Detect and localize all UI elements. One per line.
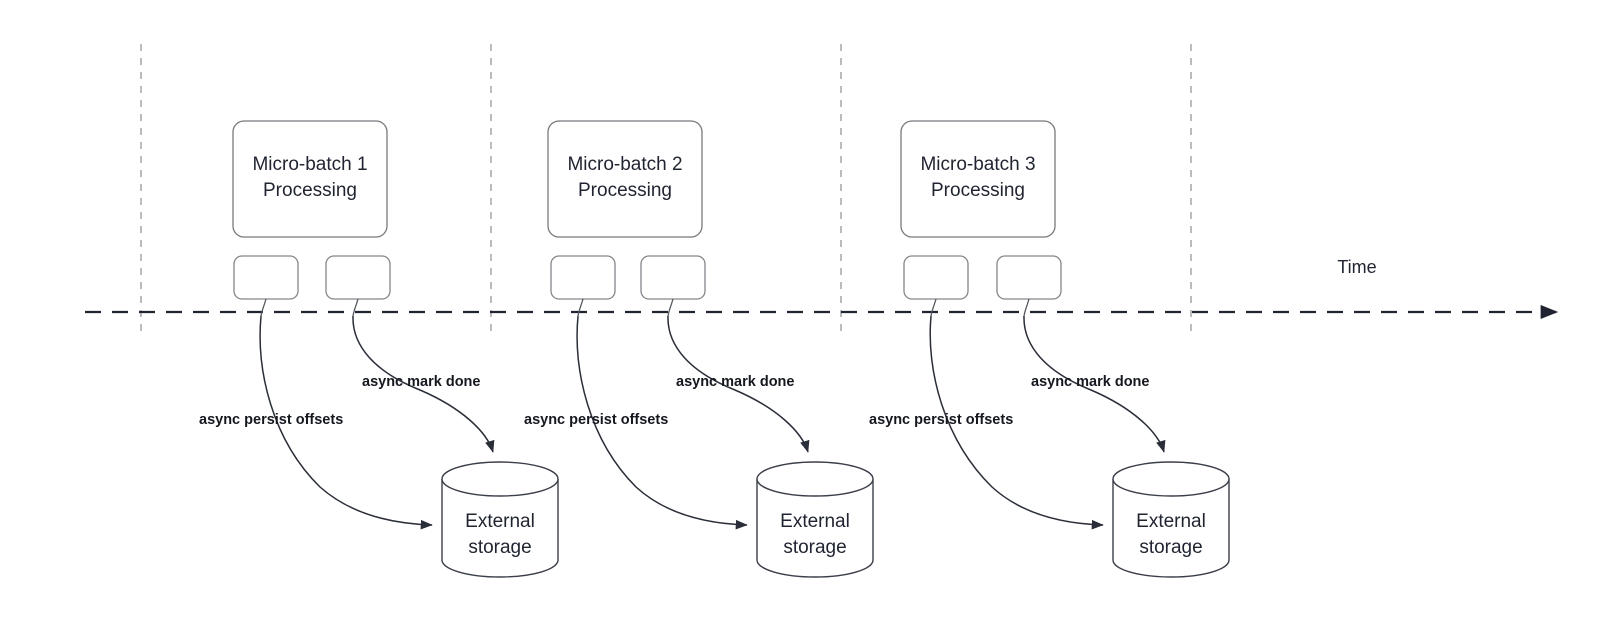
task-box-3b[interactable] xyxy=(996,255,1062,300)
external-storage-3-body xyxy=(1112,479,1230,578)
micro-batch-2-box[interactable]: Micro-batch 2 Processing xyxy=(547,120,703,238)
task-box-2a[interactable] xyxy=(550,255,616,300)
persist-offsets-curve-1 xyxy=(259,315,433,530)
external-storage-1-label-line2: storage xyxy=(468,537,531,558)
task-box-1a-stem xyxy=(260,298,267,317)
micro-batch-1-label-line2: Processing xyxy=(263,180,357,201)
persist-offsets-label-2: async persist offsets xyxy=(524,412,668,428)
external-storage-3-label-line2: storage xyxy=(1139,537,1202,558)
task-box-3b-stem xyxy=(1023,298,1030,317)
group-3: Micro-batch 3 Processing async persist o… xyxy=(869,120,1230,578)
external-storage-3[interactable]: External storage xyxy=(1112,461,1230,578)
tick-lines xyxy=(140,44,1192,338)
task-box-1b[interactable] xyxy=(325,255,391,300)
persist-offsets-label-1: async persist offsets xyxy=(199,412,343,428)
persist-offsets-curve-2 xyxy=(576,315,748,530)
micro-batch-3-rect[interactable] xyxy=(900,120,1056,238)
external-storage-1-body xyxy=(441,479,559,578)
external-storage-1[interactable]: External storage xyxy=(441,461,559,578)
mark-done-curve-3 xyxy=(1023,315,1166,453)
group-2: Micro-batch 2 Processing async persist o… xyxy=(524,120,874,578)
micro-batch-1-box[interactable]: Micro-batch 1 Processing xyxy=(232,120,388,238)
persist-offsets-label-3: async persist offsets xyxy=(869,412,1013,428)
micro-batch-2-label-line1: Micro-batch 2 xyxy=(567,154,682,175)
task-box-2b[interactable] xyxy=(640,255,706,300)
persist-offsets-curve-3 xyxy=(929,315,1104,530)
micro-batch-3-box[interactable]: Micro-batch 3 Processing xyxy=(900,120,1056,238)
external-storage-2-body xyxy=(756,479,874,578)
micro-batch-2-rect[interactable] xyxy=(547,120,703,238)
group-1: Micro-batch 1 Processing async persist o… xyxy=(199,120,559,578)
external-storage-2-top xyxy=(756,461,874,497)
task-box-1b-stem xyxy=(352,298,359,317)
micro-batch-1-label-line1: Micro-batch 1 xyxy=(252,154,367,175)
task-box-2b-stem xyxy=(667,298,674,317)
time-axis-label: Time xyxy=(1337,257,1376,277)
external-storage-3-label-line1: External xyxy=(1136,511,1206,532)
external-storage-2-label-line2: storage xyxy=(783,537,846,558)
mark-done-curve-2 xyxy=(667,315,810,453)
mark-done-label-1: async mark done xyxy=(362,374,480,390)
micro-batch-1-rect[interactable] xyxy=(232,120,388,238)
mark-done-label-3: async mark done xyxy=(1031,374,1149,390)
external-storage-2[interactable]: External storage xyxy=(756,461,874,578)
micro-batch-3-label-line2: Processing xyxy=(931,180,1025,201)
external-storage-3-top xyxy=(1112,461,1230,497)
micro-batch-3-label-line1: Micro-batch 3 xyxy=(920,154,1035,175)
task-box-2a-stem xyxy=(577,298,584,317)
task-box-3a[interactable] xyxy=(903,255,969,300)
external-storage-2-label-line1: External xyxy=(780,511,850,532)
task-box-1a[interactable] xyxy=(233,255,299,300)
mark-done-label-2: async mark done xyxy=(676,374,794,390)
task-box-3a-stem xyxy=(930,298,937,317)
mark-done-curve-1 xyxy=(352,315,495,453)
external-storage-1-top xyxy=(441,461,559,497)
micro-batch-2-label-line2: Processing xyxy=(578,180,672,201)
external-storage-1-label-line1: External xyxy=(465,511,535,532)
time-axis: Time xyxy=(85,257,1559,320)
